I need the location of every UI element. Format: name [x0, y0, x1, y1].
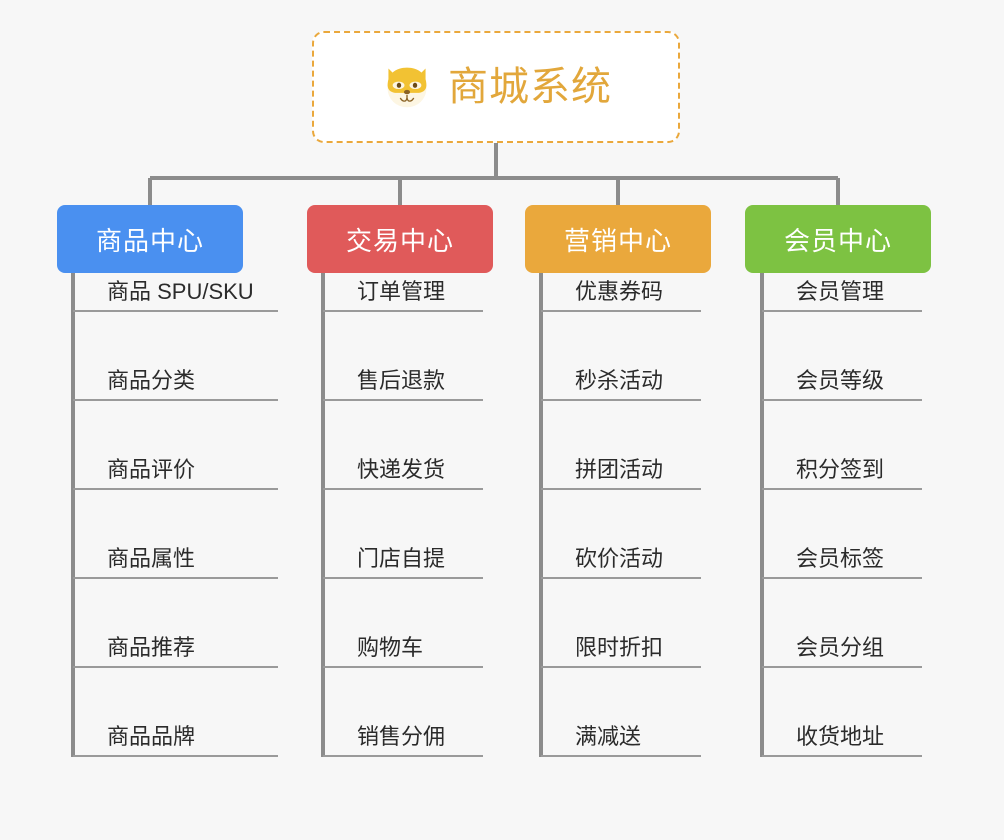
leaf-label: 商品 SPU/SKU — [107, 278, 254, 304]
leaf-label: 会员等级 — [796, 367, 885, 393]
shiba-dog-face-icon — [387, 67, 427, 108]
branch-label: 交易中心 — [345, 225, 454, 256]
branch-label: 营销中心 — [563, 225, 672, 256]
leaf-label: 商品属性 — [107, 545, 196, 571]
leaf-label: 会员标签 — [796, 545, 885, 571]
leaf-item[interactable]: 商品评价 — [73, 444, 278, 490]
leaf-item[interactable]: 会员等级 — [762, 355, 922, 401]
leaf-item[interactable]: 商品品牌 — [73, 711, 278, 757]
leaf-label: 购物车 — [357, 634, 424, 660]
branch-node-4[interactable]: 会员中心 — [745, 205, 931, 273]
leaf-label: 商品分类 — [107, 367, 196, 393]
leaf-label: 商品品牌 — [107, 723, 196, 749]
leaf-label: 限时折扣 — [575, 634, 664, 660]
leaf-item[interactable]: 满减送 — [541, 711, 701, 757]
branch-node-2[interactable]: 交易中心 — [307, 205, 493, 273]
leaf-label: 销售分佣 — [357, 723, 446, 749]
branch-label: 会员中心 — [783, 225, 892, 256]
leaf-label: 商品评价 — [107, 456, 196, 482]
branch-label: 商品中心 — [95, 225, 204, 256]
leaf-label: 售后退款 — [357, 367, 446, 393]
leaf-label: 商品推荐 — [107, 634, 196, 660]
leaf-label: 门店自提 — [357, 545, 446, 571]
branch-node-1[interactable]: 商品中心 — [57, 205, 243, 273]
leaf-label: 会员管理 — [796, 278, 885, 304]
leaf-item[interactable]: 砍价活动 — [541, 533, 701, 579]
leaf-label: 秒杀活动 — [575, 367, 664, 393]
leaf-item[interactable]: 快递发货 — [323, 444, 483, 490]
leaf-item[interactable]: 销售分佣 — [323, 711, 483, 757]
leaf-label: 订单管理 — [357, 278, 446, 304]
leaf-label: 优惠券码 — [575, 278, 664, 304]
branch-node-3[interactable]: 营销中心 — [525, 205, 711, 273]
leaf-item[interactable]: 会员标签 — [762, 533, 922, 579]
leaf-item[interactable]: 商品推荐 — [73, 622, 278, 668]
leaf-label: 拼团活动 — [575, 456, 664, 482]
leaf-item[interactable]: 会员管理 — [762, 266, 922, 312]
leaf-item[interactable]: 会员分组 — [762, 622, 922, 668]
root-title: 商城系统 — [448, 65, 612, 109]
leaf-label: 砍价活动 — [575, 545, 664, 571]
leaf-item[interactable]: 优惠券码 — [541, 266, 701, 312]
leaf-item[interactable]: 商品属性 — [73, 533, 278, 579]
leaf-label: 会员分组 — [796, 634, 885, 660]
leaf-item[interactable]: 拼团活动 — [541, 444, 701, 490]
leaf-item[interactable]: 秒杀活动 — [541, 355, 701, 401]
leaf-item[interactable]: 商品分类 — [73, 355, 278, 401]
leaf-label: 满减送 — [575, 723, 642, 749]
leaf-item[interactable]: 积分签到 — [762, 444, 922, 490]
leaf-item[interactable]: 商品 SPU/SKU — [73, 266, 278, 312]
leaf-item[interactable]: 售后退款 — [323, 355, 483, 401]
leaf-item[interactable]: 门店自提 — [323, 533, 483, 579]
leaf-item[interactable]: 收货地址 — [762, 711, 922, 757]
leaf-item[interactable]: 购物车 — [323, 622, 483, 668]
leaf-label: 快递发货 — [357, 456, 446, 482]
leaf-item[interactable]: 订单管理 — [323, 266, 483, 312]
root-node[interactable]: 商城系统 — [312, 31, 680, 143]
leaf-label: 收货地址 — [796, 723, 885, 749]
leaf-item[interactable]: 限时折扣 — [541, 622, 701, 668]
leaf-label: 积分签到 — [796, 456, 885, 482]
